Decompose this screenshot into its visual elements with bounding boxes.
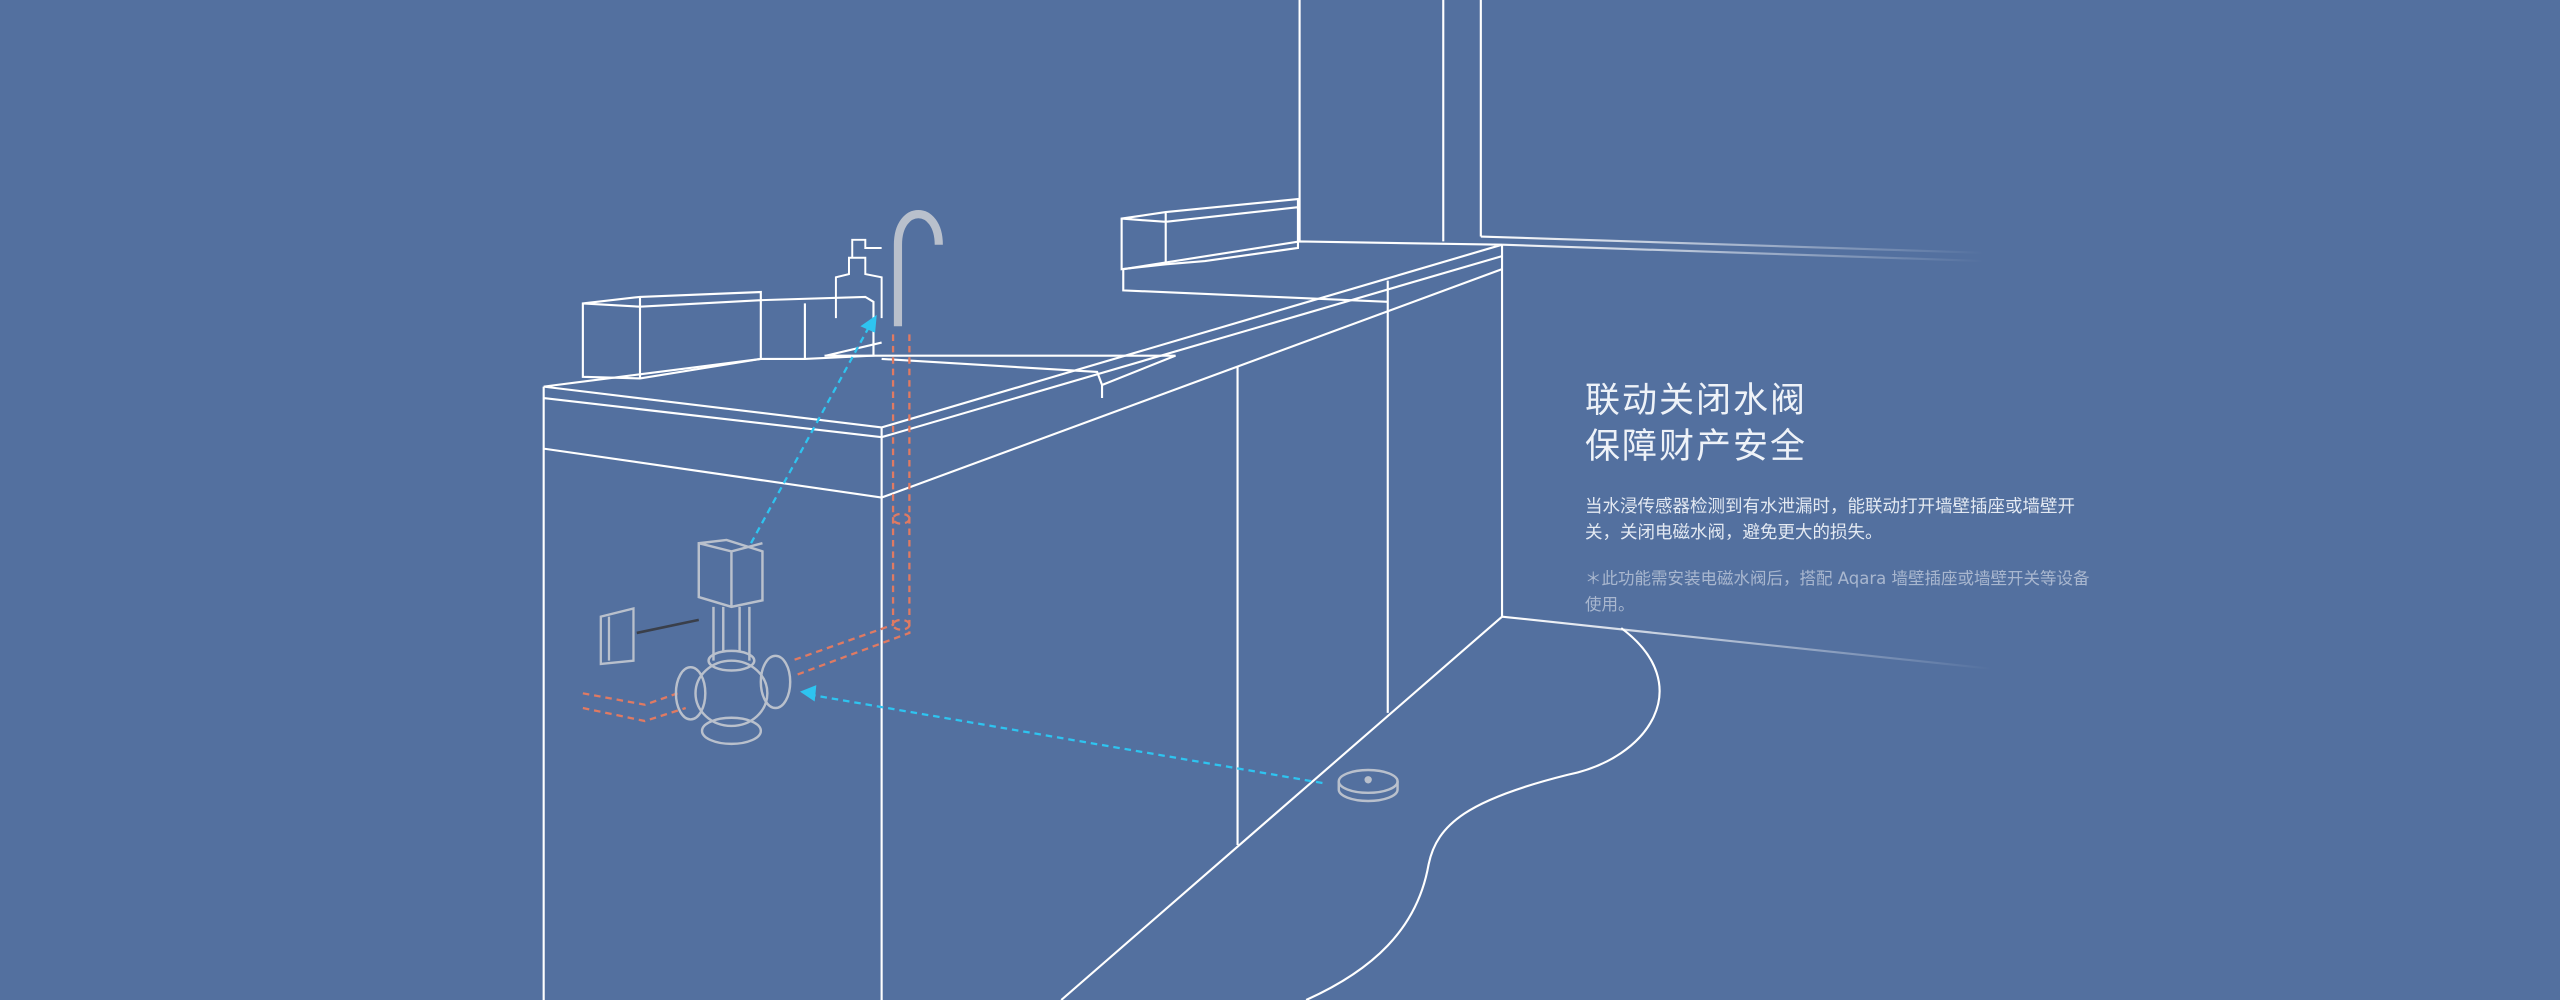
feature-text: 联动关闭水阀 保障财产安全 当水浸传感器检测到有水泄漏时，能联动打开墙壁插座或墙… (1585, 378, 2105, 618)
water-leak-sensor-icon (1337, 768, 1399, 803)
title-line-2: 保障财产安全 (1585, 427, 1808, 467)
title-line-1: 联动关闭水阀 (1585, 381, 1808, 421)
water-pipe (582, 334, 911, 723)
soap-dispenser-icon (834, 238, 883, 319)
cabinet-lines (542, 0, 1992, 1000)
solenoid-valve-icon (674, 538, 792, 746)
signal-lines (750, 324, 1323, 785)
faucet-icon (893, 210, 943, 327)
feature-title: 联动关闭水阀 保障财产安全 (1585, 378, 2105, 470)
feature-description: 当水浸传感器检测到有水泄漏时，能联动打开墙壁插座或墙壁开关，关闭电磁水阀，避免更… (1585, 497, 2075, 543)
wall-switch-icon (599, 607, 700, 666)
feature-note: ＊此功能需安装电磁水阀后，搭配 Aqara 墙壁插座或墙壁开关等设备使用。 (1585, 569, 2090, 614)
